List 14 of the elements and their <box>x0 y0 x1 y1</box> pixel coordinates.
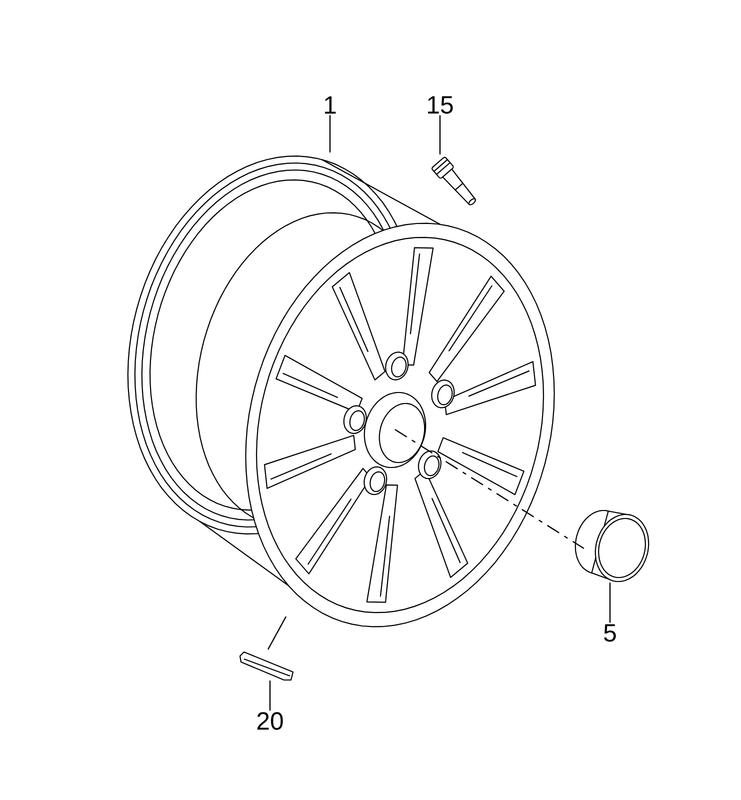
leader-line <box>267 616 287 650</box>
hub-cap-drawing <box>574 510 650 582</box>
leader-line <box>269 680 271 711</box>
leader-line <box>329 115 331 152</box>
callout-number: 20 <box>257 712 283 730</box>
callout-number: 1 <box>324 96 336 114</box>
leader-line <box>609 582 611 623</box>
callout-number: 15 <box>428 96 453 114</box>
weight-drawing <box>239 651 294 681</box>
valve-drawing <box>432 156 476 206</box>
leader-line <box>439 115 441 154</box>
assembly-line <box>394 429 584 550</box>
callout-number: 5 <box>604 624 616 642</box>
wheel-drawing <box>127 156 555 628</box>
